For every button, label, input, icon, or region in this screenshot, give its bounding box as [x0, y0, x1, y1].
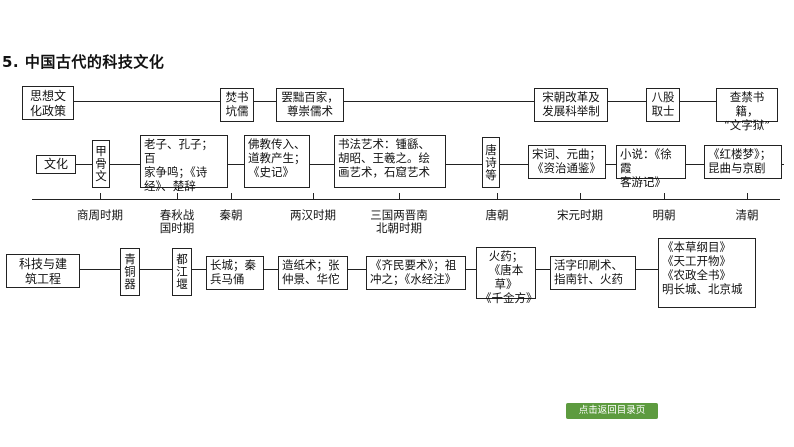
culture-shang-zhou: 甲骨文	[92, 140, 110, 188]
timeline-tick	[100, 193, 101, 199]
period-label: 春秋战 国时期	[159, 208, 195, 235]
timeline-tick	[747, 193, 748, 199]
culture-sanguo: 书法艺术：锺繇、 胡昭、王羲之。绘 画艺术，石窟艺术	[334, 135, 446, 188]
culture-han: 佛教传入、 道教产生； 《史记》	[244, 135, 310, 188]
period-label: 宋元时期	[557, 208, 603, 222]
period-label: 清朝	[735, 208, 759, 222]
policy-qing: 查禁书籍， “文字狱”	[716, 88, 778, 132]
science-qin: 长城；秦 兵马俑	[206, 256, 264, 290]
policy-connector-line	[74, 101, 778, 102]
timeline-tick	[177, 193, 178, 199]
science-sanguo: 《齐民要术》；祖 冲之；《水经注》	[366, 256, 466, 290]
timeline-axis	[32, 199, 780, 200]
period-label: 商周时期	[77, 208, 123, 222]
timeline-tick	[664, 193, 665, 199]
timeline-tick	[231, 193, 232, 199]
row-label-science: 科技与建 筑工程	[6, 254, 80, 288]
science-shang-zhou: 青铜器	[120, 248, 140, 296]
timeline-tick	[313, 193, 314, 199]
period-label: 明朝	[652, 208, 676, 222]
culture-qing: 《红楼梦》； 昆曲与京剧	[704, 145, 782, 179]
period-label: 唐朝	[485, 208, 509, 222]
culture-song-yuan: 宋词、元曲； 《资治通鉴》	[528, 145, 606, 179]
period-label: 秦朝	[219, 208, 243, 222]
row-label-culture: 文化	[36, 155, 76, 174]
timeline-tick	[497, 193, 498, 199]
policy-ming: 八股 取士	[646, 88, 680, 122]
row-label-policy: 思想文 化政策	[22, 86, 74, 120]
timeline-tick	[580, 193, 581, 199]
period-label: 两汉时期	[290, 208, 336, 222]
period-label: 三国两晋南 北朝时期	[370, 208, 428, 235]
culture-tang: 唐诗等	[482, 137, 500, 188]
culture-chunqiu: 老子、孔子；百 家争鸣；《诗 经》、楚辞	[140, 135, 228, 193]
policy-song: 宋朝改革及 发展科举制	[534, 88, 608, 122]
science-tang: 火药； 《唐本草》 《千金方》	[476, 247, 538, 305]
back-to-contents-button[interactable]: 点击返回目录页	[566, 403, 658, 419]
policy-qin: 焚书 坑儒	[220, 88, 254, 122]
science-song-yuan: 活字印刷术、 指南针、火药	[550, 256, 636, 290]
science-ming: 《本草纲目》 《天工开物》 《农政全书》 明长城、北京城	[658, 238, 756, 308]
science-chunqiu: 都江堰	[172, 248, 192, 296]
section-title: 5. 中国古代的科技文化	[2, 53, 165, 71]
timeline-tick	[399, 193, 400, 199]
policy-han: 罢黜百家， 尊崇儒术	[276, 88, 344, 122]
culture-ming: 小说：《徐霞 客游记》	[616, 145, 686, 189]
science-han: 造纸术；张 仲景、华佗	[278, 256, 348, 290]
